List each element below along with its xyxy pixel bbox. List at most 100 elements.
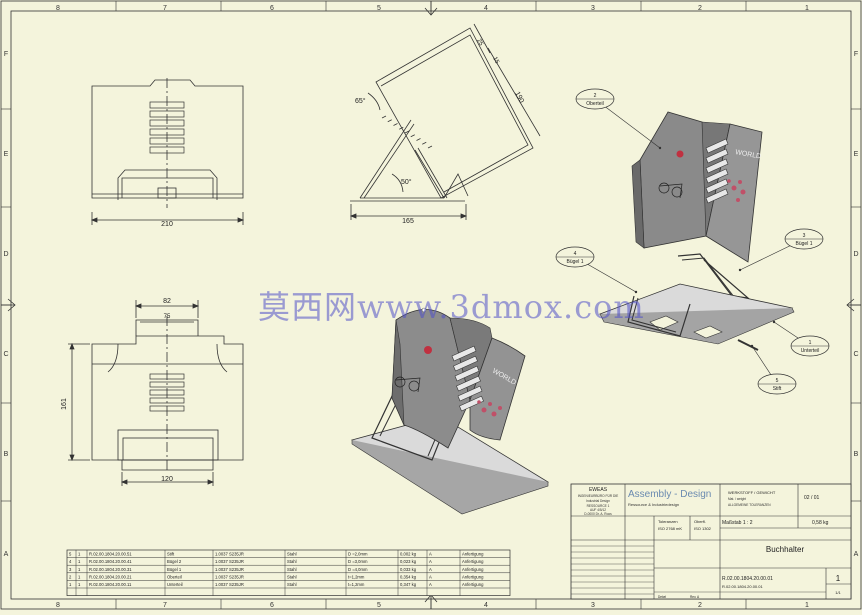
bom-cell-part: R.02.00.1804.20.00.21 [89,574,132,579]
balloon-number: 1 [809,340,812,346]
dim-side-len-c: 190 [513,91,525,105]
surface-label: Oberfl. [694,519,706,524]
balloon-number: 3 [803,233,806,239]
balloon-label: Unterteil [801,348,820,354]
zone-row-label: A [854,551,859,558]
bom-cell-pos: 4 [69,559,72,564]
bom-cell-mass: 0,023 kg [400,559,417,564]
bom-cell-name: Bügel 1 [167,567,182,572]
dim-top-width: 210 [161,221,173,228]
heart-decal [676,150,684,158]
slot [705,138,729,154]
zone-row-label: D [3,251,8,258]
bom-cell-dim: t=1,2mm [348,582,365,587]
bom-cell-mass: 0,033 kg [400,567,417,572]
project-line-1: Mat. / weight [728,497,746,501]
notch [422,141,427,145]
balloon-label: Stift [773,386,782,392]
bom-cell-name: Stift [167,552,175,557]
bom-cell-name: Unterteil [167,582,183,587]
slot [705,188,729,204]
slot [451,345,477,362]
zone-row-label: F [4,51,8,58]
bom-cell-norm: 1.0037 S235JR [215,559,244,564]
exploded-view: WORLD [598,111,795,351]
bom-cell-cls: A [429,582,432,587]
leader-dot [750,344,754,348]
iso-view-assembled: WORLD [351,307,549,515]
slot-group [451,345,484,412]
bom-cell-note: Anfertigung [462,567,484,572]
bom-cell-dim: D =3,0mm [348,559,368,564]
dim-bottom-inner: 75 [164,314,171,320]
slot [149,110,185,118]
balloon-label: Bügel 1 [567,259,584,265]
dim-side-angle-top: 65° [355,97,366,105]
bom-cell-norm: 1.0037 S235JR [215,567,244,572]
bom-cell-note: Anfertigung [462,559,484,564]
company-info-4: D-0000 Dr. A. Roos [584,512,612,516]
slot-group [149,373,185,412]
dim-side-angle-bottom: 50° [401,178,412,186]
bom-cell-mass: 0,347 kg [400,582,417,587]
zone-row-label: B [854,451,859,458]
tolerance-value: ISO 2768 mK [658,526,682,531]
zone-col-label: 2 [698,602,702,609]
balloon-label: Oberteil [586,101,604,107]
zone-row-label: E [4,151,9,158]
zone-row-label: C [853,351,858,358]
bom-cell-qty: 1 [78,582,81,587]
brand-name: Assembly - Design [628,489,711,500]
zone-col-label: 5 [377,5,381,12]
slot [705,158,729,174]
slot [149,137,185,145]
notch [399,126,404,130]
slot [149,119,185,127]
slot [705,148,729,164]
company-info-3: AUF 4/5/12 [590,508,606,512]
project-line-0: WERKSTOFF / GEWICHT [728,490,776,495]
bom-cell-mat: Stahl [287,552,297,557]
zone-col-label: 1 [805,602,809,609]
slot [149,405,185,412]
bom-cell-norm: 1.0037 S235JR [215,552,244,557]
bom-cell-cls: A [429,552,432,557]
bom-cell-qty: 1 [78,552,81,557]
slot [459,395,484,412]
balloon-label: Bügel 1 [796,241,813,247]
notch [381,115,387,119]
bom-cell-cls: A [429,567,432,572]
bom-cell-mat: Stahl [287,559,297,564]
zone-row-label: E [854,151,859,158]
leader-dot [772,320,776,324]
notch [427,145,433,149]
notch [393,123,398,126]
bom-cell-norm: 1.0037 S235JR [215,574,244,579]
dim-bottom-width: 120 [161,476,173,483]
zone-col-label: 3 [591,5,595,12]
slot [149,373,185,380]
decal-text: WORLD [735,149,762,160]
balloon-number: 2 [594,93,597,99]
slot-group [149,101,185,154]
dim-side-base: 165 [402,218,414,225]
balloon-number: 4 [574,251,577,257]
bom-cell-pos: 5 [69,552,72,557]
bom-cell-qty: 1 [78,559,81,564]
tolerance-label: Toleranzen [658,519,678,524]
slot [454,365,480,382]
dim-bottom-outer: 82 [163,298,171,305]
project-line-2: ALLGEMEINE TOLERANZEN [728,503,771,507]
slot [149,101,185,109]
dim-side-len-b: 15 [491,56,500,65]
dim-side-len-a: 25 [475,38,484,47]
bom-cell-note: Anfertigung [462,582,484,587]
